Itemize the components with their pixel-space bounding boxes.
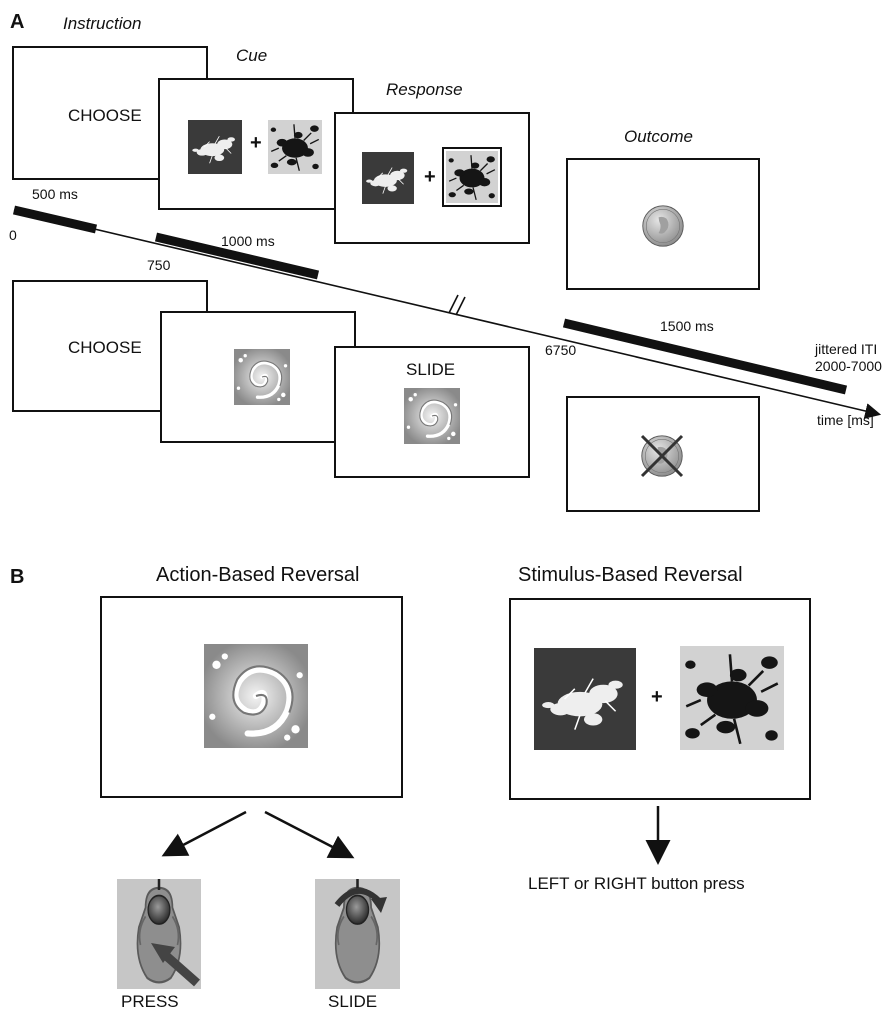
- button-press-caption: LEFT or RIGHT button press: [528, 874, 745, 893]
- stage-label-instruction: Instruction: [63, 14, 142, 33]
- trackball-slide-icon: [315, 879, 400, 989]
- panel-a-letter: A: [10, 11, 25, 33]
- plus-sign: +: [250, 132, 262, 154]
- stage-label-response: Response: [386, 80, 463, 99]
- label-iti-line2: 2000-7000: [815, 358, 882, 374]
- arrow-to-slide: [264, 810, 355, 859]
- timeline-bar-cue: [154, 232, 320, 280]
- cross-icon: [640, 434, 684, 478]
- timeline-bar-instruction: [12, 205, 98, 234]
- label-iti-line1: jittered ITI: [815, 341, 878, 357]
- screen-cue-bottom: [160, 311, 356, 443]
- label-t750: 750: [147, 257, 171, 273]
- screen-response-top: +: [334, 112, 530, 244]
- label-t0: 0: [9, 227, 17, 243]
- rotate-arrow-icon: [334, 888, 387, 913]
- timeline-bar-outcome: [562, 318, 848, 395]
- screen-cue-top: +: [158, 78, 354, 210]
- screen-outcome-reward: [566, 158, 760, 290]
- action-based-title: Action-Based Reversal: [156, 564, 360, 586]
- arrow-to-press: [161, 810, 247, 857]
- label-1000ms: 1000 ms: [221, 233, 275, 249]
- stimulus-based-title: Stimulus-Based Reversal: [518, 564, 743, 586]
- selected-stimulus-frame: [442, 147, 502, 207]
- slide-text: SLIDE: [406, 360, 456, 379]
- screen-response-bottom: SLIDE: [334, 346, 530, 478]
- timeline-break-mark: [448, 294, 466, 316]
- screen-stimulus-based: +: [509, 598, 811, 800]
- trackball-press-icon: [117, 879, 201, 989]
- label-time-axis: time [ms]: [817, 412, 874, 428]
- crossed-coin-icon: [640, 434, 684, 478]
- slide-label: SLIDE: [328, 992, 378, 1011]
- stage-label-cue: Cue: [236, 46, 268, 65]
- label-500ms: 500 ms: [32, 186, 78, 202]
- choose-text-top: CHOOSE: [68, 106, 142, 125]
- stage-label-outcome: Outcome: [624, 127, 693, 146]
- plus-sign: +: [424, 166, 436, 188]
- choose-text-bottom: CHOOSE: [68, 338, 142, 357]
- label-t6750: 6750: [545, 342, 577, 358]
- screen-outcome-no-reward: [566, 396, 760, 512]
- press-arrow-icon: [151, 943, 200, 987]
- timeline-axis: [13, 209, 882, 419]
- label-1500ms: 1500 ms: [660, 318, 714, 334]
- panel-b-letter: B: [10, 566, 25, 588]
- screen-action-based: [100, 596, 403, 798]
- plus-sign: +: [651, 686, 663, 708]
- press-label: PRESS: [121, 992, 179, 1011]
